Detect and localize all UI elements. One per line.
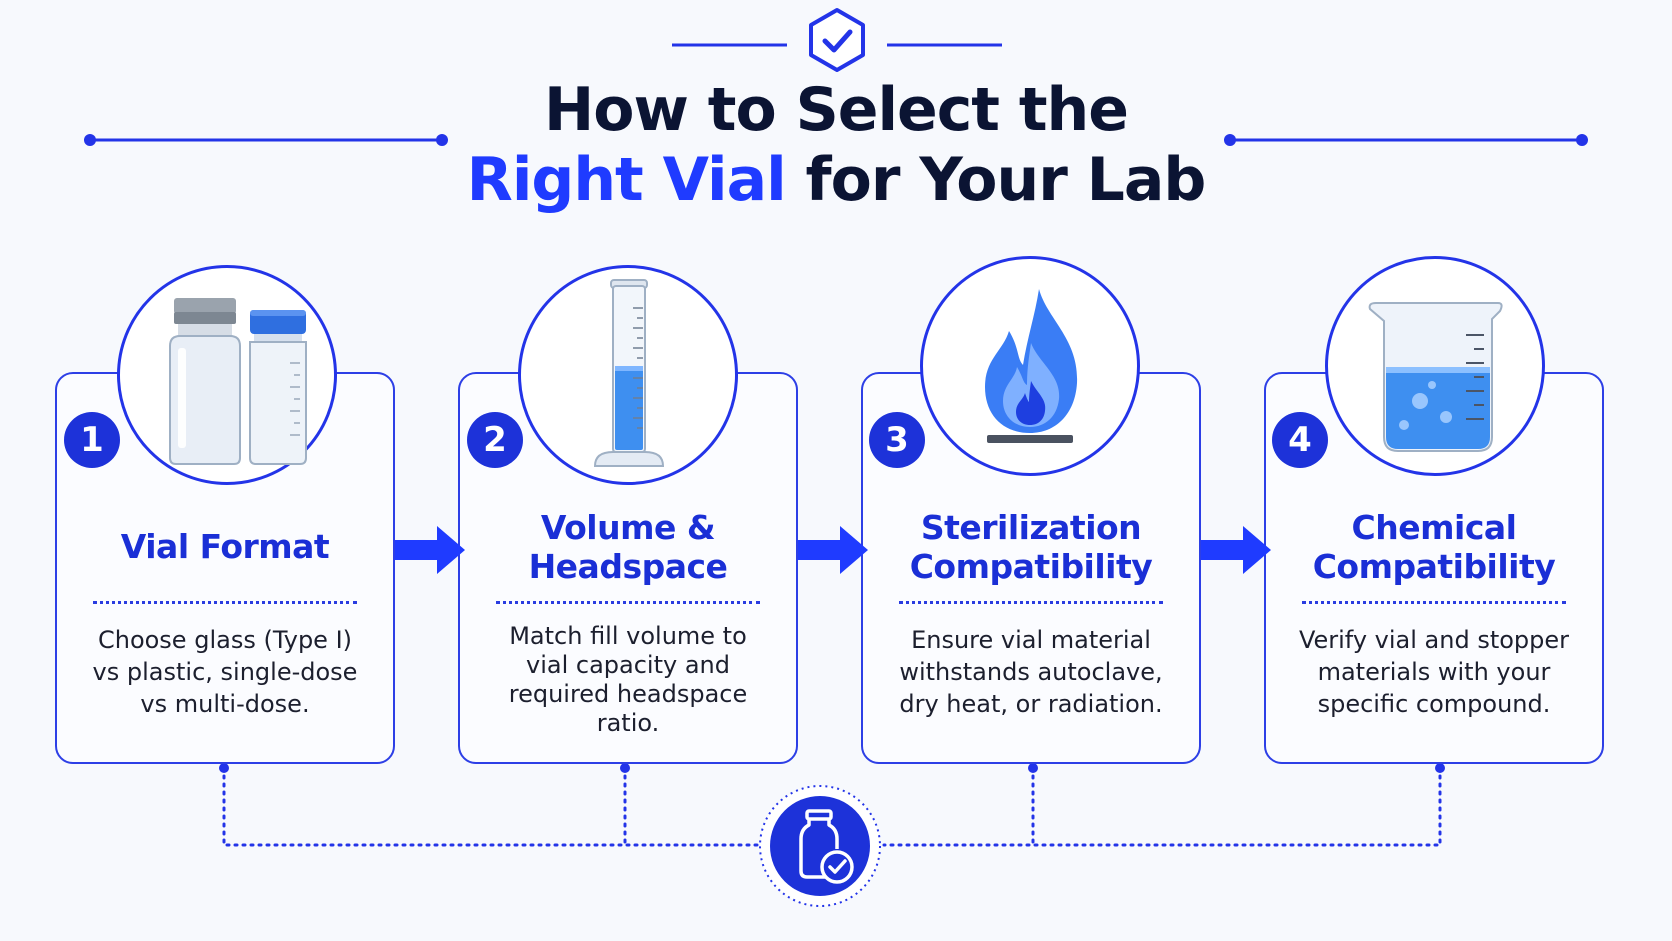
arrow-right-icon	[395, 526, 465, 574]
divider	[496, 601, 760, 604]
step-number-badge-4: 4	[1272, 412, 1328, 468]
step-number-badge-2: 2	[467, 412, 523, 468]
divider	[899, 601, 1163, 604]
step-image-circle-3	[920, 256, 1140, 476]
header-decoration	[84, 8, 1588, 146]
step-title: Sterilization Compatibility	[909, 508, 1153, 586]
beaker-icon	[1368, 302, 1503, 452]
step-image-circle-1	[117, 265, 337, 485]
step-description: Ensure vial material withstands autoclav…	[899, 626, 1163, 718]
page-title-line-1: How to Select the	[544, 75, 1129, 145]
step-title: Vial Format	[120, 527, 330, 566]
vials-icon	[169, 298, 307, 465]
step-image-circle-4	[1325, 256, 1545, 476]
divider	[1302, 601, 1566, 604]
page-title-accent: Right Vial	[466, 145, 787, 215]
step-image-circle-2	[518, 265, 738, 485]
step-number-badge-1: 1	[64, 412, 120, 468]
step-description: Choose glass (Type I) vs plastic, single…	[92, 626, 358, 718]
step-description: Verify vial and stopper materials with y…	[1298, 626, 1570, 718]
page-title-line-2: Right Vial for Your Lab	[0, 142, 1672, 218]
step-title: Chemical Compatibility	[1312, 508, 1556, 586]
arrow-right-icon	[1201, 526, 1271, 574]
connector-lines	[219, 763, 1445, 847]
arrow-right-icon	[798, 526, 868, 574]
vial-check-icon	[759, 785, 881, 907]
divider	[93, 601, 357, 604]
step-number-badge-3: 3	[869, 412, 925, 468]
shield-check-icon	[809, 8, 865, 72]
flame-icon	[985, 289, 1078, 443]
step-title: Volume & Headspace	[528, 508, 728, 586]
page-title-rest: for Your Lab	[785, 145, 1207, 215]
step-description: Match fill volume to vial capacity and r…	[508, 622, 748, 737]
graduated-cylinder-icon	[593, 279, 665, 467]
